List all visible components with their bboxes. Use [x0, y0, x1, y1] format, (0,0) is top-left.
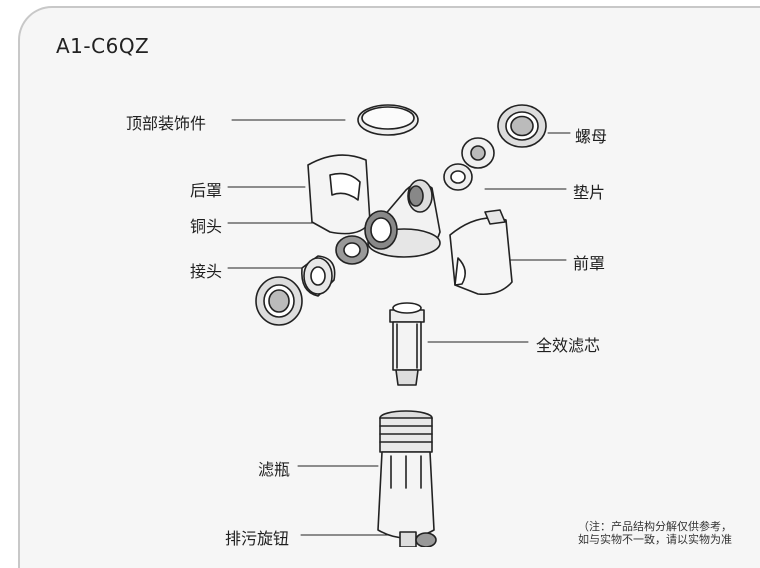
disclaimer-note: （注：产品结构分解仅供参考， 如与实物不一致，请以实物为准	[578, 520, 758, 546]
rear-cover-part	[307, 154, 371, 235]
exploded-diagram	[227, 104, 571, 547]
filter-core-part	[389, 302, 425, 386]
sleeve-part	[461, 137, 495, 169]
gasket-part	[443, 163, 473, 191]
label-gasket: 垫片	[573, 183, 606, 202]
label-top-cover: 顶部装饰件	[126, 114, 207, 133]
connector-part	[301, 255, 336, 297]
label-rear-cover: 后罩	[190, 181, 223, 200]
connector-seal-part	[335, 235, 369, 265]
model-number: A1-C6QZ	[56, 34, 150, 58]
note-line-2: 如与实物不一致，请以实物为准	[578, 533, 732, 546]
leader-lines	[227, 119, 571, 536]
top-cover-part	[357, 104, 419, 136]
filter-bottle-part	[377, 410, 435, 539]
label-nut: 螺母	[575, 127, 608, 146]
label-drain-knob: 排污旋钮	[225, 529, 290, 548]
note-line-1: （注：产品结构分解仅供参考，	[578, 520, 732, 533]
label-copper-head: 铜头	[190, 217, 223, 236]
label-filter-bottle: 滤瓶	[258, 460, 291, 479]
drain-knob-part	[399, 531, 437, 547]
label-connector: 接头	[190, 262, 223, 281]
copper-head-part	[364, 210, 398, 250]
label-filter-core: 全效滤芯	[536, 336, 601, 355]
front-cover-part	[449, 209, 513, 296]
label-front-cover: 前罩	[573, 254, 606, 273]
left-nut-part	[255, 276, 303, 326]
nut-part	[497, 104, 547, 148]
